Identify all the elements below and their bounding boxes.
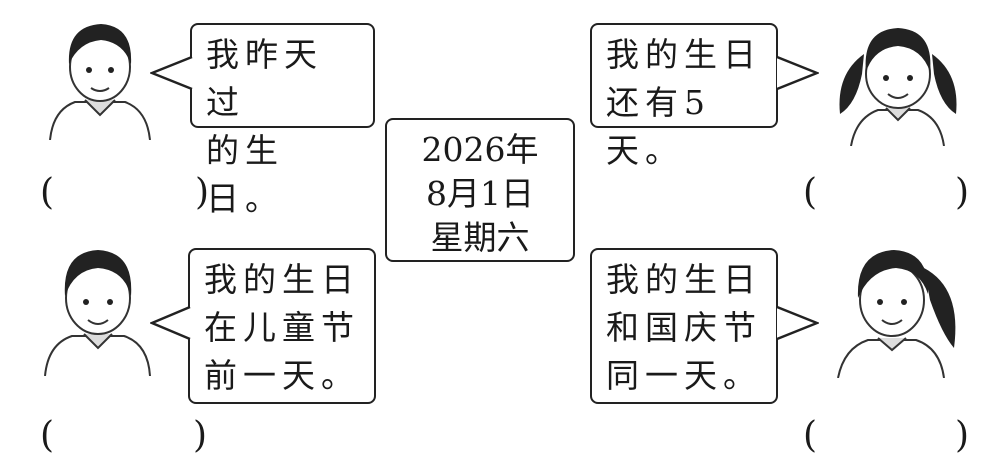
girl-top-right bbox=[839, 28, 957, 146]
date-year: 2026年 bbox=[421, 130, 539, 169]
speech-bubble-top-left: 我昨天过 的生日。 bbox=[190, 23, 375, 218]
bubble-tail bbox=[150, 305, 191, 341]
bubble-tail bbox=[776, 55, 819, 91]
bubble-tail bbox=[150, 55, 193, 91]
date-day: 8月1日 bbox=[426, 174, 534, 213]
date-weekday: 星期六 bbox=[430, 218, 530, 257]
boy-top-left bbox=[49, 24, 151, 140]
date-card: 2026年 8月1日 星期六 bbox=[385, 118, 575, 262]
answer-bracket-close: ) bbox=[195, 172, 210, 213]
answer-bracket-close: ) bbox=[955, 172, 970, 213]
bubble-tail bbox=[776, 305, 819, 341]
answer-bracket-open: ( bbox=[803, 415, 818, 456]
boy-bottom-left bbox=[44, 250, 151, 376]
answer-bracket-close: ) bbox=[955, 415, 970, 456]
girl-bottom-right bbox=[837, 250, 956, 378]
answer-bracket-open: ( bbox=[40, 415, 55, 456]
answer-bracket-close: ) bbox=[193, 415, 208, 456]
answer-bracket-open: ( bbox=[40, 172, 55, 213]
speech-bubble-bottom-left: 我的生日 在儿童节 前一天。 bbox=[188, 248, 376, 404]
speech-bubble-top-right: 我的生日 还有5天。 bbox=[590, 23, 778, 170]
answer-bracket-open: ( bbox=[803, 172, 818, 213]
speech-bubble-bottom-right: 我的生日 和国庆节 同一天。 bbox=[590, 248, 778, 404]
